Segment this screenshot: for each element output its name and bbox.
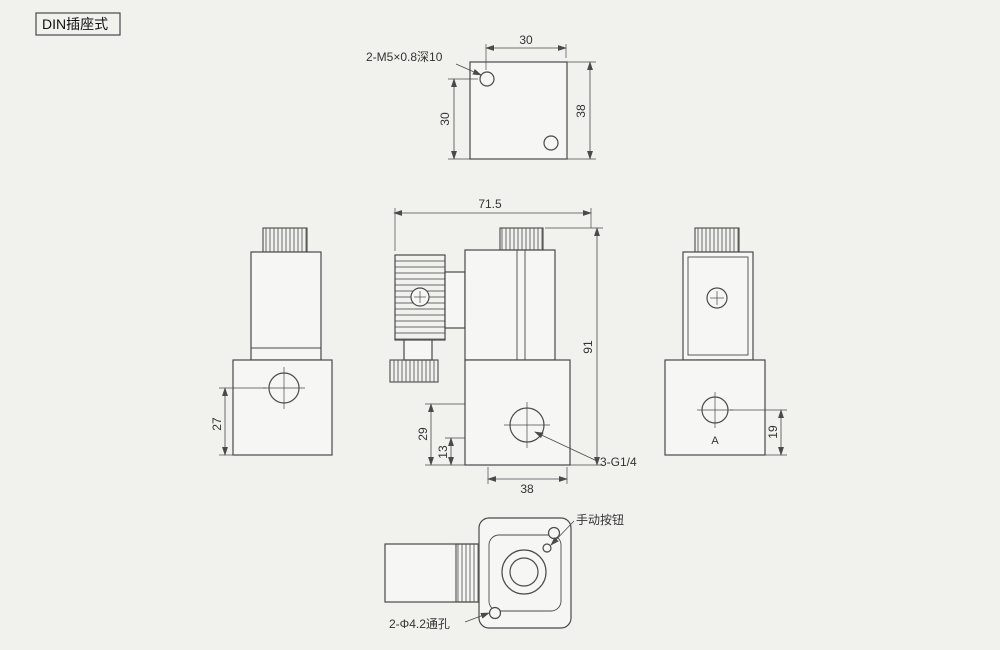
dim-label: 38 (520, 482, 534, 496)
dim-label: 30 (519, 33, 533, 47)
bottom-port-outer (501, 549, 547, 595)
through-hole-top-right (547, 526, 561, 540)
dim-label: 29 (416, 427, 430, 441)
manual-button-label: 手动按钮 (576, 512, 624, 527)
dim-label: 38 (574, 104, 588, 118)
front-view: 71.5 91 29 13 38 3-G1/4 (389, 197, 637, 496)
port-callout-label: 3-G1/4 (600, 455, 637, 469)
side-view-right: A 19 (664, 227, 787, 456)
mounting-hole-bottom-right (543, 135, 559, 151)
title-box: DIN插座式 (35, 12, 121, 36)
port-callout: 3-G1/4 (534, 431, 637, 469)
top-nut (262, 227, 308, 253)
side-view-left: 27 (210, 227, 333, 456)
dimension-38-bottom: 38 (487, 467, 568, 496)
dimension-left-30: 30 (438, 78, 478, 160)
dimension-right-38: 38 (567, 61, 596, 160)
knurled-nut-side (455, 543, 480, 603)
coil-housing (687, 256, 749, 356)
top-nut (694, 227, 740, 253)
dim-label: 71.5 (478, 197, 502, 211)
manual-button-leader (550, 520, 575, 546)
thread-callout-label: 2-M5×0.8深10 (366, 50, 443, 64)
thread-callout: 2-M5×0.8深10 (366, 50, 482, 76)
gland-nut (389, 359, 439, 383)
top-nut (499, 227, 544, 251)
through-hole-bottom-left (488, 606, 502, 620)
dim-label: 27 (210, 417, 224, 431)
through-hole-label: 2-Φ4.2通孔 (389, 617, 450, 631)
dim-label: 30 (438, 112, 452, 126)
dimension-height-91: 91 (545, 227, 603, 466)
title-border (35, 12, 121, 36)
mounting-hole-top-left (479, 71, 495, 87)
dimension-29: 29 (416, 403, 465, 466)
gland-neck (403, 339, 433, 361)
thread-callout-leader (455, 63, 482, 76)
through-hole-leader (464, 612, 490, 623)
coil (250, 251, 322, 361)
bottom-view: 手动按钮 2-Φ4.2通孔 (384, 512, 624, 631)
dimension-13: 13 (436, 437, 465, 466)
dim-label: 13 (436, 445, 450, 459)
dim-label: 91 (581, 340, 595, 354)
dimension-width-71-5: 71.5 (393, 197, 592, 251)
plug-neck (444, 271, 466, 329)
dimension-top-30: 30 (485, 33, 567, 70)
manual-button-callout: 手动按钮 (550, 512, 624, 546)
manual-button (542, 543, 552, 553)
top-view: 30 30 38 2-M5×0.8深10 (366, 33, 596, 160)
dimension-27: 27 (210, 387, 266, 456)
dim-label: 19 (766, 425, 780, 439)
port-callout-leader (534, 431, 598, 462)
body-outline (488, 534, 562, 612)
valve-body (464, 359, 571, 466)
through-hole-callout: 2-Φ4.2通孔 (389, 612, 490, 631)
dimension-19: 19 (730, 409, 787, 456)
bottom-port-inner (509, 557, 539, 587)
coil (464, 249, 556, 361)
port-mark-a: A (711, 435, 719, 447)
page-title: DIN插座式 (42, 16, 108, 32)
